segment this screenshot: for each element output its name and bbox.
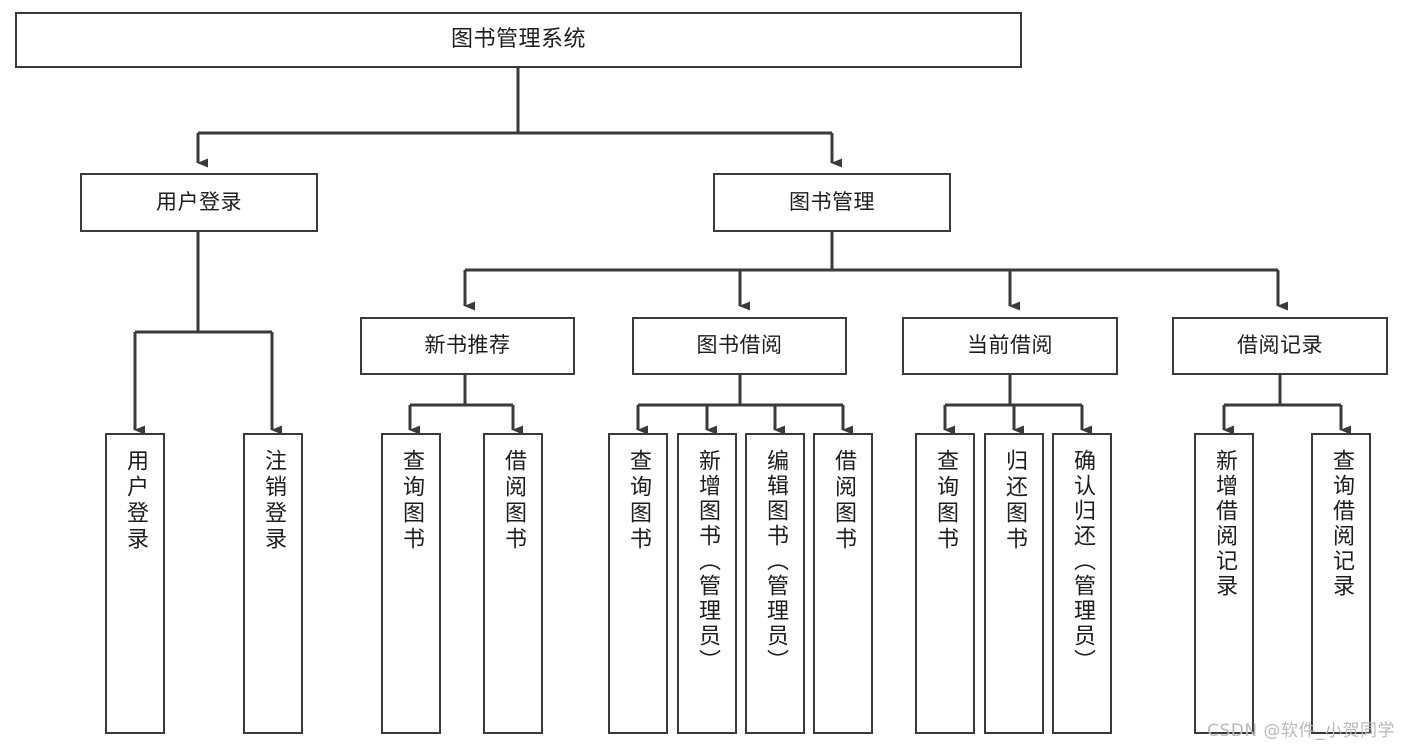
node-label: 新书推荐 — [424, 333, 511, 358]
csdn-watermark: CSDN @软件_小贺同学 — [1207, 721, 1395, 741]
node-label: 用户登录 — [123, 449, 148, 553]
leaf-user-login[interactable]: 用户登录 — [105, 433, 165, 734]
node-label: 注销登录 — [261, 449, 286, 553]
node-label: 确认归还（管理员） — [1070, 449, 1095, 674]
leaf-add-borrow-record[interactable]: 新增借阅记录 — [1194, 433, 1254, 734]
node-book-management[interactable]: 图书管理 — [713, 173, 951, 232]
node-current-borrow[interactable]: 当前借阅 — [902, 317, 1118, 375]
leaf-logout[interactable]: 注销登录 — [243, 433, 303, 734]
node-label: 当前借阅 — [967, 333, 1053, 358]
node-label: 查询借阅记录 — [1329, 449, 1354, 599]
node-label: 借阅图书 — [501, 449, 526, 553]
node-label: 图书管理系统 — [450, 26, 586, 52]
leaf-edit-book-admin[interactable]: 编辑图书（管理员） — [745, 433, 805, 734]
node-label: 归还图书 — [1002, 449, 1027, 553]
node-label: 查询图书 — [933, 449, 958, 553]
leaf-confirm-return-admin[interactable]: 确认归还（管理员） — [1052, 433, 1112, 734]
node-label: 借阅图书 — [831, 449, 856, 553]
leaf-query-book-current[interactable]: 查询图书 — [915, 433, 975, 734]
leaf-query-book-recommend[interactable]: 查询图书 — [381, 433, 441, 734]
node-label: 新增图书（管理员） — [695, 449, 720, 674]
node-label: 新增借阅记录 — [1212, 449, 1237, 599]
node-label: 查询图书 — [399, 449, 424, 553]
leaf-borrow-book-recommend[interactable]: 借阅图书 — [483, 433, 543, 734]
node-label: 图书借阅 — [696, 333, 783, 358]
node-user-login[interactable]: 用户登录 — [80, 173, 318, 232]
node-label: 用户登录 — [156, 189, 242, 214]
node-borrow-record[interactable]: 借阅记录 — [1172, 317, 1388, 375]
node-label: 借阅记录 — [1237, 333, 1323, 358]
node-label: 编辑图书（管理员） — [763, 449, 788, 674]
node-label: 图书管理 — [789, 189, 875, 214]
leaf-return-book[interactable]: 归还图书 — [984, 433, 1044, 734]
node-label: 查询图书 — [626, 449, 651, 553]
leaf-add-book-admin[interactable]: 新增图书（管理员） — [677, 433, 737, 734]
node-new-book-recommend[interactable]: 新书推荐 — [360, 317, 575, 375]
node-root-book-management-system[interactable]: 图书管理系统 — [15, 12, 1022, 68]
leaf-borrow-book[interactable]: 借阅图书 — [813, 433, 873, 734]
node-book-borrow[interactable]: 图书借阅 — [632, 317, 847, 375]
leaf-query-borrow-record[interactable]: 查询借阅记录 — [1311, 433, 1371, 734]
leaf-query-book-borrow[interactable]: 查询图书 — [608, 433, 668, 734]
